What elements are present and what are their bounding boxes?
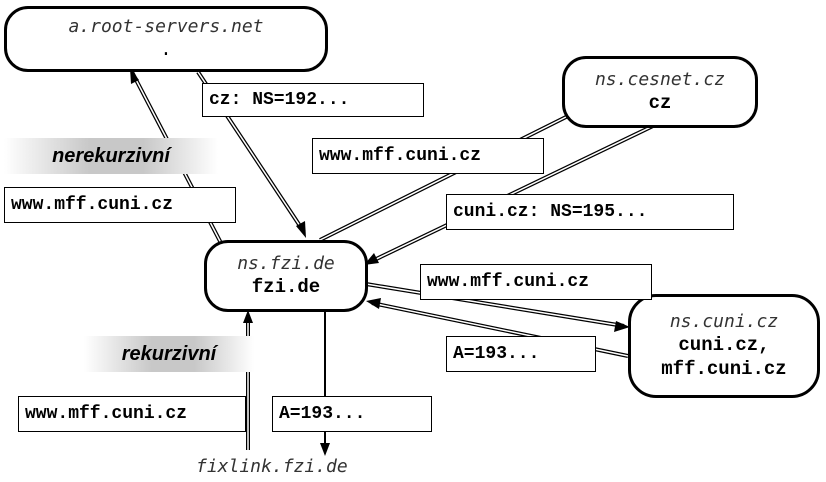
server-fzi: ns.fzi.de fzi.de — [204, 240, 368, 312]
message-answer-cuni: A=193... — [446, 336, 596, 372]
server-root: a.root-servers.net . — [4, 6, 328, 72]
message-query-client: www.mff.cuni.cz — [18, 396, 246, 432]
message-cz-ns: cz: NS=192... — [202, 83, 424, 117]
server-cuni: ns.cuni.cz cuni.cz, mff.cuni.cz — [628, 294, 820, 398]
server-cuni-zone-2: mff.cuni.cz — [661, 358, 787, 380]
client-host: fixlink.fzi.de — [196, 456, 348, 477]
server-cesnet: ns.cesnet.cz cz — [562, 56, 758, 128]
message-cuni-ns: cuni.cz: NS=195... — [446, 194, 734, 230]
message-answer-client: A=193... — [272, 396, 432, 432]
message-query-root: www.mff.cuni.cz — [4, 187, 236, 223]
server-root-zone: . — [160, 39, 172, 61]
label-recursive: rekurzivní — [84, 336, 254, 372]
server-root-host: a.root-servers.net — [68, 16, 264, 37]
arrow-fzi-to-cuni — [365, 282, 630, 332]
message-query-cesnet: www.mff.cuni.cz — [312, 138, 544, 174]
arrow-fzi-to-client — [320, 312, 330, 456]
server-fzi-zone: fzi.de — [251, 276, 321, 298]
server-cuni-host: ns.cuni.cz — [669, 311, 779, 332]
server-cuni-zone-1: cuni.cz, — [678, 334, 770, 356]
message-query-cuni: www.mff.cuni.cz — [420, 264, 652, 300]
server-fzi-host: ns.fzi.de — [237, 253, 335, 274]
server-cesnet-zone: cz — [648, 92, 672, 114]
label-nonrecursive: nerekurzivní — [4, 138, 218, 174]
server-cesnet-host: ns.cesnet.cz — [594, 69, 726, 90]
